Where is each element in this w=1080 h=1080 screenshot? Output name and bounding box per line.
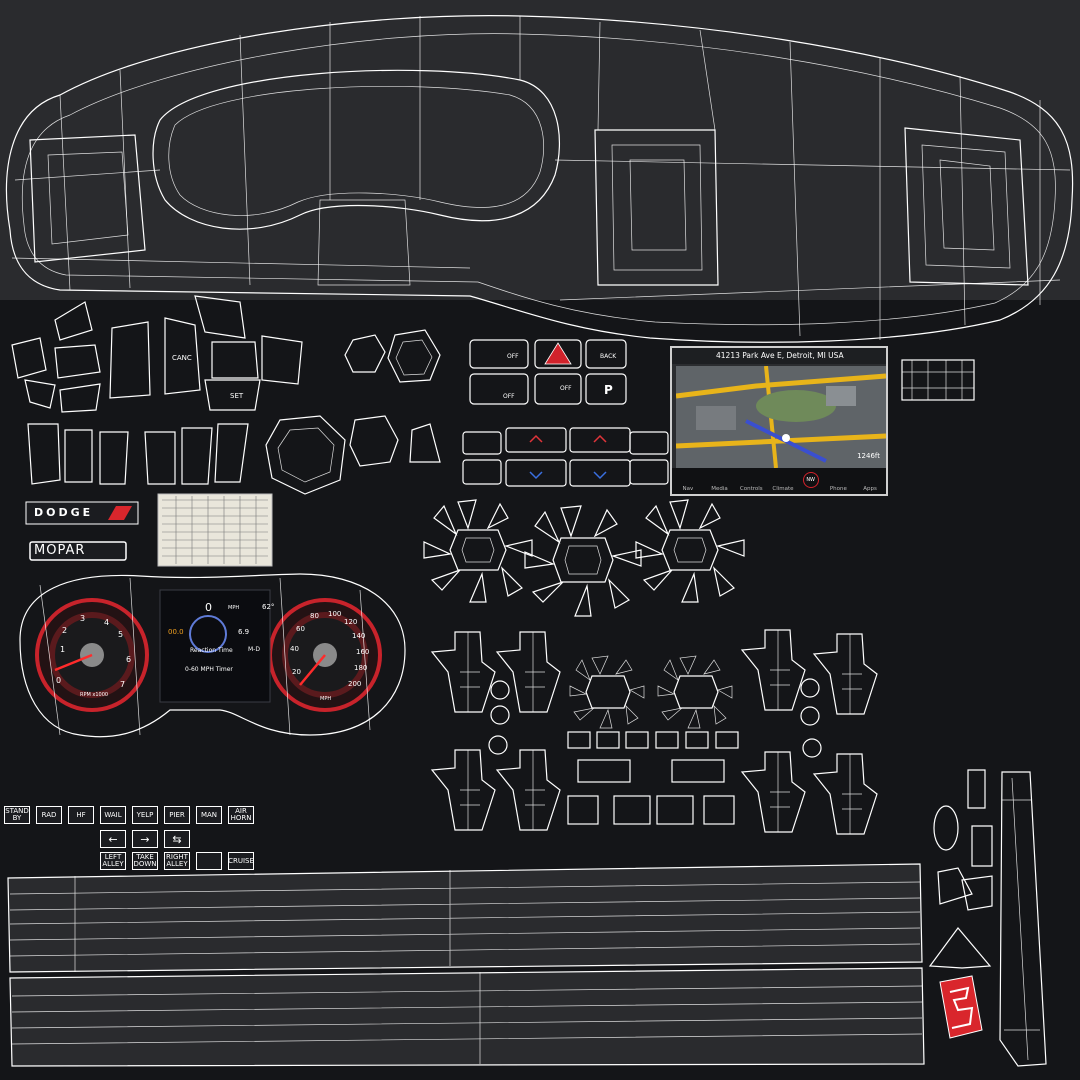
- reaction-ring: [189, 615, 227, 653]
- speedometer-needle: [299, 654, 326, 686]
- speedo-num-180: 180: [354, 664, 368, 672]
- tab-climate[interactable]: Climate: [772, 486, 794, 492]
- key-left-alley[interactable]: LEFT ALLEY: [100, 852, 126, 870]
- park-label: P: [604, 383, 613, 397]
- tach-num-1: 1: [60, 645, 66, 654]
- tach-num-4: 4: [104, 618, 110, 627]
- speedo-num-60: 60: [296, 625, 305, 633]
- climate-switch-row: [462, 427, 669, 487]
- cluster-center-screen: [159, 589, 271, 703]
- tachometer-needle: [54, 653, 93, 672]
- srt-s-glyph: [949, 986, 974, 1029]
- temp-down-left-icon: [529, 471, 543, 480]
- tab-nav[interactable]: Nav: [682, 486, 694, 492]
- key-blank[interactable]: [196, 852, 222, 870]
- tach-num-0: 0: [56, 676, 62, 685]
- hazard-off-label: OFF: [507, 353, 519, 360]
- tab-media[interactable]: Media: [711, 486, 728, 492]
- steering-buttons-left: CANC SET: [11, 295, 303, 413]
- back-label: BACK: [600, 353, 617, 360]
- key-cruise[interactable]: CRUISE: [228, 852, 254, 870]
- key-take-down[interactable]: TAKE DOWN: [132, 852, 158, 870]
- speedo-num-140: 140: [352, 632, 366, 640]
- knob-rings: [265, 329, 441, 495]
- dodge-stripes-icon: [108, 506, 132, 520]
- temp-down-right-icon: [593, 471, 607, 480]
- instrument-cluster: [19, 573, 406, 738]
- nav-map[interactable]: [675, 365, 886, 469]
- cluster-speed: 0: [205, 601, 212, 614]
- temp-up-left-icon: [529, 434, 543, 443]
- hazard-warning-triangle-icon: [544, 342, 572, 365]
- off-label-2: OFF: [503, 393, 515, 400]
- key-man[interactable]: MAN: [196, 806, 222, 824]
- switch-blanks: [27, 423, 249, 485]
- right-trim-pieces: [928, 769, 1047, 1067]
- cluster-small-left: 00.0: [168, 628, 184, 636]
- key-arrow-left-icon[interactable]: ←: [100, 830, 126, 848]
- temp-up-right-icon: [593, 434, 607, 443]
- off-label-3: OFF: [560, 385, 572, 392]
- trim-strips: [7, 863, 925, 1067]
- tab-controls[interactable]: Controls: [739, 486, 763, 492]
- key-yelp[interactable]: YELP: [132, 806, 158, 824]
- nav-map-graphic: [675, 365, 886, 469]
- tach-num-5: 5: [118, 630, 124, 639]
- compass-badge[interactable]: NW: [802, 472, 819, 488]
- key-rad[interactable]: RAD: [36, 806, 62, 824]
- cancel-label: CANC: [172, 354, 192, 362]
- key-standby[interactable]: STAND BY: [4, 806, 30, 824]
- speedo-num-80: 80: [310, 612, 319, 620]
- label-sheet: [157, 493, 273, 567]
- key-right-alley[interactable]: RIGHT ALLEY: [164, 852, 190, 870]
- tach-num-6: 6: [126, 655, 132, 664]
- dashboard-shell-wireframe: [5, 15, 1074, 343]
- cluster-timer-label: 0-60 MPH Timer: [185, 666, 233, 673]
- tab-apps[interactable]: Apps: [863, 486, 877, 492]
- tach-num-3: 3: [80, 614, 86, 623]
- tach-unit: RPM x1000: [80, 692, 109, 698]
- tach-num-7: 7: [120, 680, 126, 689]
- hazard-switch-row: OFF BACK OFF OFF P: [469, 339, 627, 405]
- speedo-num-20: 20: [292, 668, 301, 676]
- mopar-logo-text: MOPAR: [34, 543, 86, 558]
- vent-blades: [430, 629, 878, 835]
- cluster-gear: M-D: [248, 646, 260, 653]
- key-wail[interactable]: WAIL: [100, 806, 126, 824]
- dash-bg: [0, 0, 1080, 300]
- cluster-outside-temp: 62°: [262, 603, 275, 611]
- nav-address: 41213 Park Ave E, Detroit, MI USA: [672, 348, 886, 364]
- label-sheet-rows: [162, 496, 268, 564]
- speedo-num-40: 40: [290, 645, 299, 653]
- vent-louver-sets: [423, 499, 745, 729]
- tab-phone[interactable]: Phone: [829, 486, 847, 492]
- key-arrow-right-icon[interactable]: →: [132, 830, 158, 848]
- speedo-unit: MPH: [320, 696, 332, 702]
- key-air-horn[interactable]: AIR HORN: [228, 806, 254, 824]
- dodge-logo-text: DODGE: [34, 506, 94, 519]
- nav-distance: 1246ft: [857, 452, 880, 460]
- cluster-speed-unit: MPH: [228, 605, 240, 611]
- set-label: SET: [230, 392, 244, 400]
- speedo-num-100: 100: [328, 610, 342, 618]
- tach-num-2: 2: [62, 626, 68, 635]
- nav-tab-bar: Nav Media Controls Climate NW Phone Apps: [672, 468, 886, 494]
- key-pier[interactable]: PIER: [164, 806, 190, 824]
- cluster-small-right: 6.9: [238, 628, 250, 636]
- key-arrow-both-icon[interactable]: ⇆: [164, 830, 190, 848]
- speedo-num-160: 160: [356, 648, 370, 656]
- key-hf[interactable]: HF: [68, 806, 94, 824]
- speedo-num-120: 120: [344, 618, 358, 626]
- navigation-screen: 41213 Park Ave E, Detroit, MI USA 1246ft…: [670, 346, 888, 496]
- cluster-reaction-label: Reaction Time: [190, 647, 233, 654]
- connector-block: [901, 359, 975, 401]
- mopar-frame: [29, 541, 127, 561]
- speedo-num-200: 200: [348, 680, 362, 688]
